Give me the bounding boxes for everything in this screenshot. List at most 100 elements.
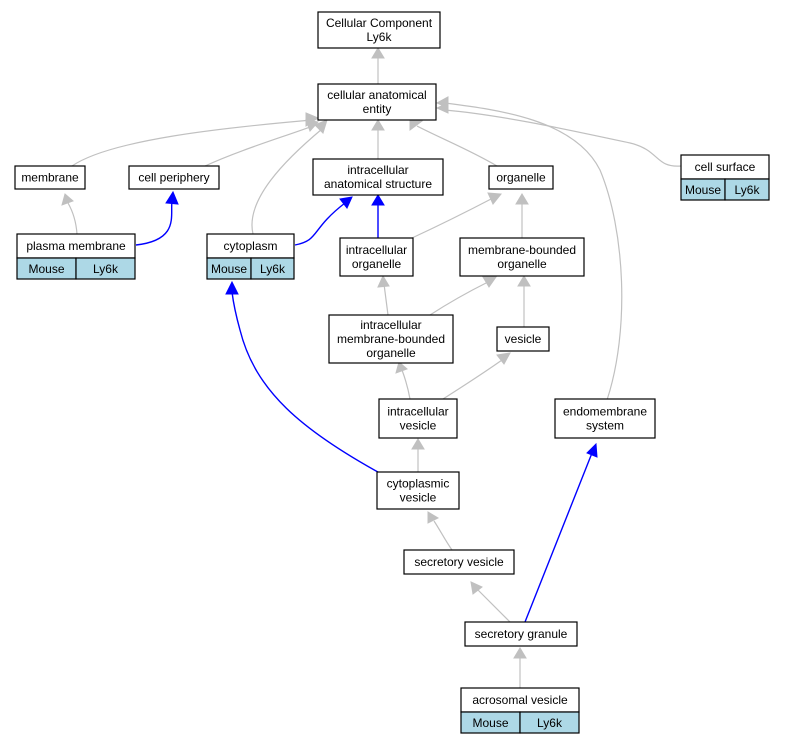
species-label: Mouse <box>685 183 721 197</box>
node-label-box <box>496 326 550 352</box>
arrowhead <box>371 47 385 59</box>
edge-secgran-to-endomembrane <box>524 452 593 623</box>
node-label-line: organelle <box>497 257 547 271</box>
go-node-secretory-granule[interactable]: secretory granule <box>464 621 578 647</box>
arrowhead <box>371 119 385 131</box>
node-label-box <box>403 549 515 575</box>
edge-plasma-to-membrane <box>67 202 78 235</box>
node-label-box <box>378 398 458 439</box>
node-label-line: vesicle <box>400 419 437 433</box>
arrowhead <box>225 280 239 295</box>
go-node-secretory-vesicle[interactable]: secretory vesicle <box>403 549 515 575</box>
node-label-line: cytoplasmic <box>387 477 450 491</box>
edge-membrane-to-cae <box>71 119 313 167</box>
node-label-line: intracellular <box>387 405 448 419</box>
arrowhead <box>409 118 424 131</box>
node-label-box <box>206 233 295 259</box>
node-label-line: vesicle <box>505 332 542 346</box>
node-label-line: acrosomal vesicle <box>472 693 568 707</box>
arrowhead <box>435 96 449 109</box>
node-label-box <box>459 237 585 277</box>
node-label-line: secretory granule <box>475 627 568 641</box>
node-label-line: organelle <box>496 171 546 185</box>
node-label-line: Cellular Component <box>326 16 433 30</box>
go-node-vesicle[interactable]: vesicle <box>496 326 550 352</box>
node-label-box <box>16 233 136 259</box>
gene-label: Ly6k <box>260 262 286 276</box>
species-label: Mouse <box>211 262 247 276</box>
arrowhead <box>314 119 328 134</box>
node-label-line: system <box>586 419 624 433</box>
edge-periphery-to-cae <box>204 125 314 167</box>
arrowhead <box>377 274 390 288</box>
node-label-box <box>328 314 454 364</box>
node-label-box <box>312 158 444 196</box>
arrowhead <box>411 438 425 450</box>
annotation-cell <box>519 711 580 734</box>
edges-layer <box>61 47 682 688</box>
arrowhead <box>371 194 385 206</box>
node-label-box <box>680 154 770 180</box>
edge-imbo-to-mborg <box>429 281 489 316</box>
node-label-line: organelle <box>366 346 416 360</box>
edge-secgran-to-secves <box>477 589 511 623</box>
arrowhead <box>517 275 531 287</box>
node-label-line: vesicle <box>400 491 437 505</box>
arrowhead <box>496 352 511 365</box>
node-label-box <box>317 11 441 49</box>
node-label-line: cellular anatomical <box>327 88 426 102</box>
node-label-box <box>339 237 414 277</box>
arrowhead <box>482 276 497 288</box>
node-label-box <box>488 165 554 190</box>
node-label-line: secretory vesicle <box>414 555 504 569</box>
go-node-cell-periphery[interactable]: cell periphery <box>128 165 220 190</box>
edge-imbo-to-intraorg <box>383 283 389 316</box>
edge-cytoves-to-cytoplasm <box>231 291 388 478</box>
arrowhead <box>61 193 74 206</box>
arrowhead <box>165 190 179 205</box>
arrowhead <box>395 361 408 374</box>
node-label-line: organelle <box>352 257 402 271</box>
node-label-line: anatomical structure <box>324 177 432 191</box>
species-label: Mouse <box>28 262 64 276</box>
node-label-line: entity <box>363 102 392 116</box>
node-label-box <box>376 471 460 510</box>
species-label: Mouse <box>472 716 508 730</box>
edge-plasma-to-periphery <box>135 200 173 246</box>
node-label-line: intracellular <box>347 163 408 177</box>
gene-label: Ly6k <box>537 716 563 730</box>
go-node-organelle[interactable]: organelle <box>488 165 554 190</box>
node-label-line: Ly6k <box>367 30 393 44</box>
node-label-line: membrane-bounded <box>468 243 576 257</box>
arrowhead <box>339 196 353 209</box>
edge-secves-to-cytoves <box>433 520 453 551</box>
arrowhead <box>487 192 502 205</box>
annotation-cell <box>75 257 136 280</box>
node-label-line: endomembrane <box>563 405 647 419</box>
go-node-membrane[interactable]: membrane <box>14 165 86 190</box>
edge-endomembrane-to-cae <box>444 102 623 401</box>
node-label-box <box>464 621 578 647</box>
node-label-line: membrane-bounded <box>337 332 445 346</box>
arrowhead <box>427 511 440 524</box>
node-label-line: intracellular <box>360 318 421 332</box>
node-label-line: cell periphery <box>138 171 209 185</box>
arrowhead <box>515 193 529 205</box>
node-label-box <box>14 165 86 190</box>
arrowhead <box>586 442 598 458</box>
edge-organelle-to-cae <box>416 125 498 167</box>
